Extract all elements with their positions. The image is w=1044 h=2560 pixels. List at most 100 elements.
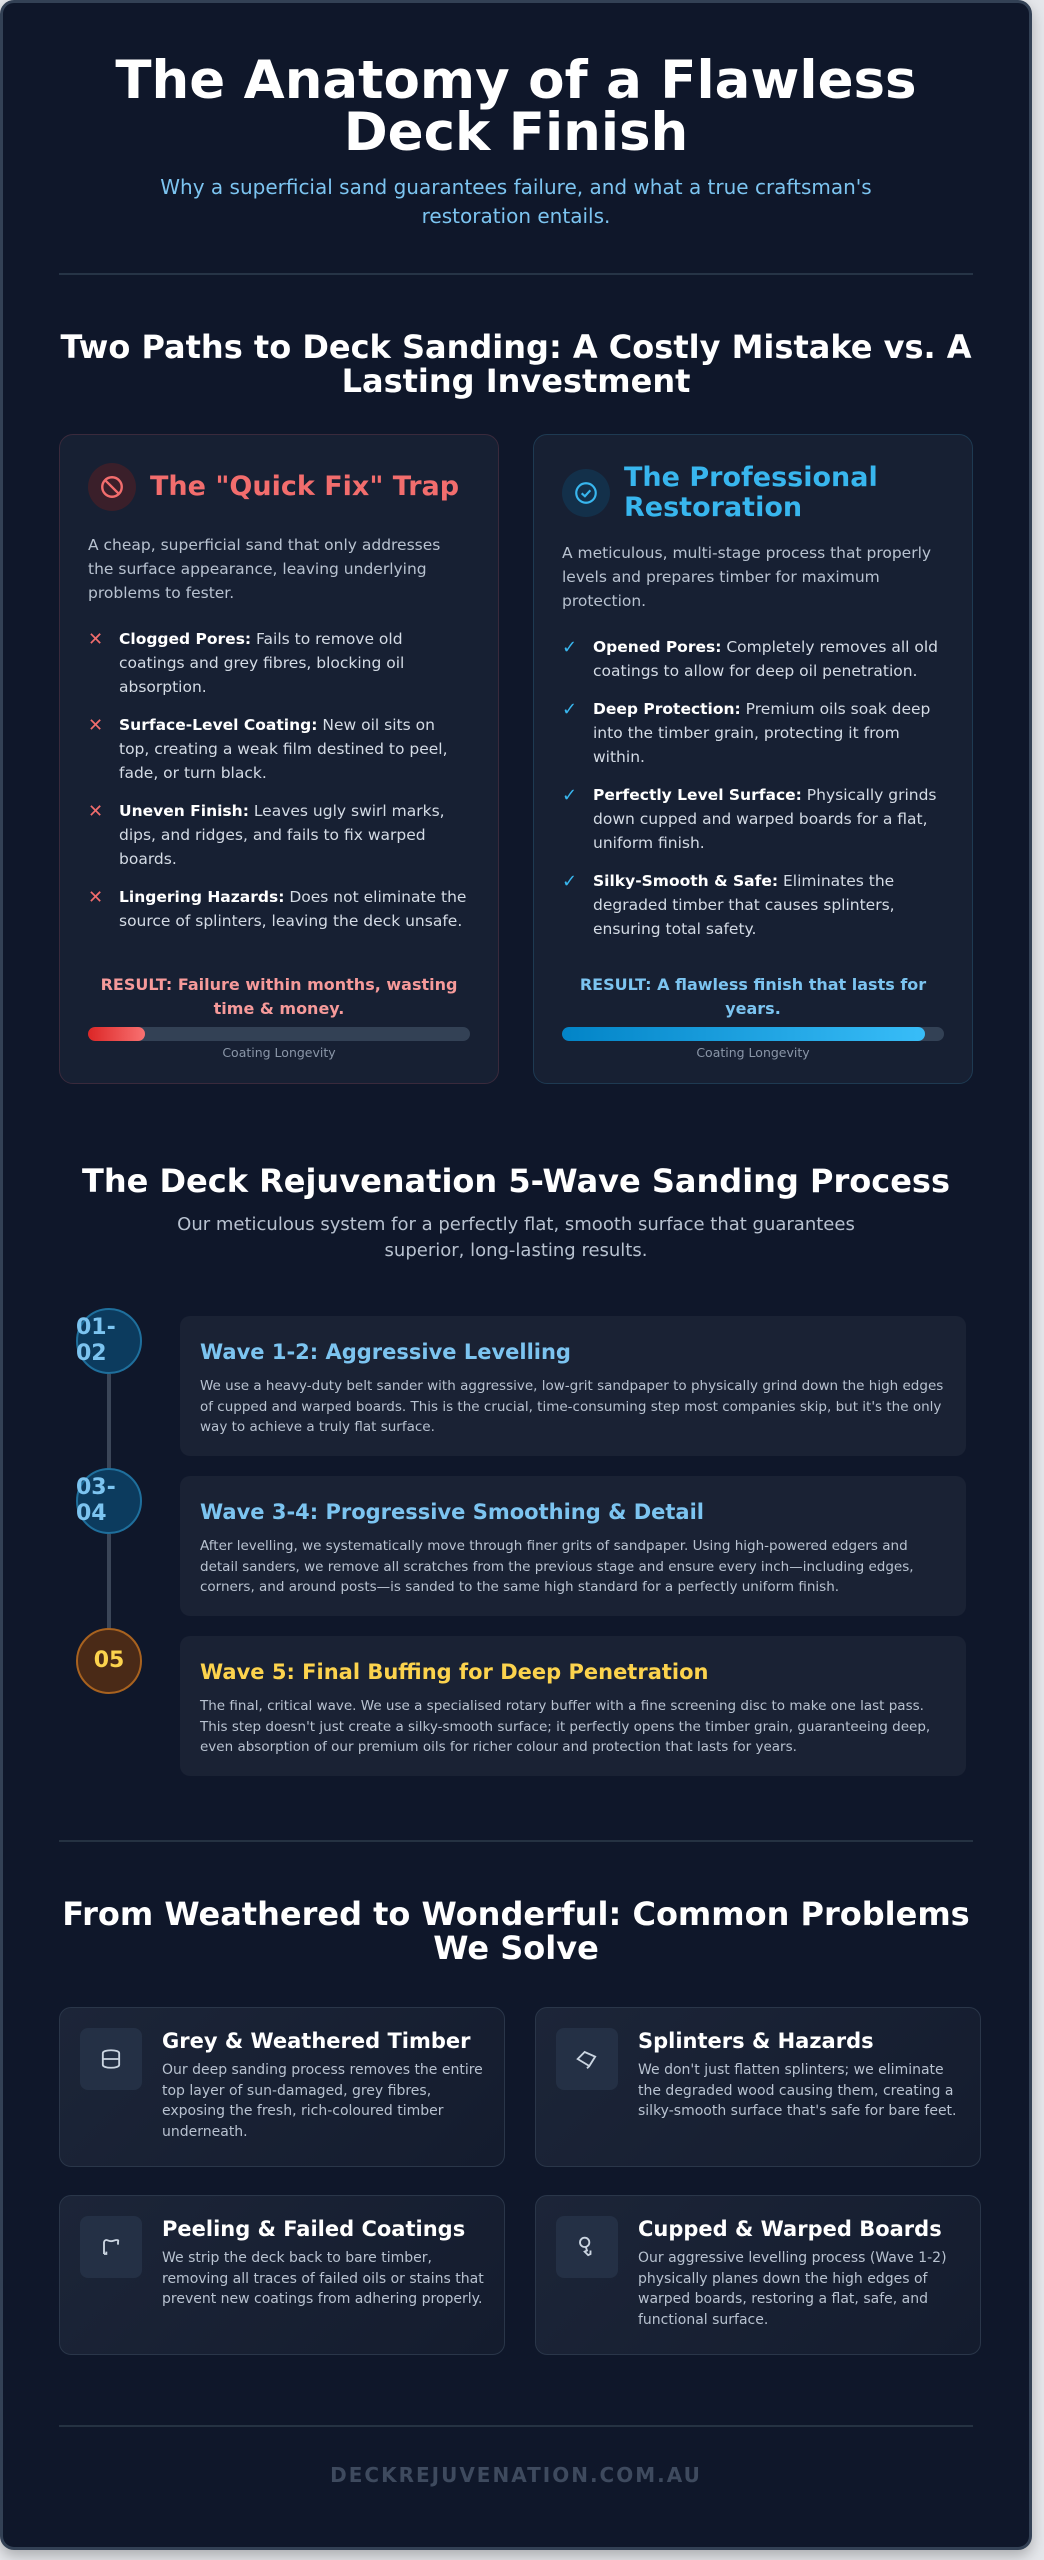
failure-point: ✕Surface-Level Coating: New oil sits on … xyxy=(88,713,470,785)
check-icon: ✓ xyxy=(562,871,578,892)
problem-title: Splinters & Hazards xyxy=(638,2029,874,2053)
timeline-connector xyxy=(107,1534,111,1636)
longevity-bar-fill xyxy=(88,1027,146,1041)
problem-description: Our deep sanding process removes the ent… xyxy=(162,2062,483,2140)
hero-header: The Anatomy of a Flawless Deck Finish Wh… xyxy=(59,3,973,231)
problems-grid: Grey & Weathered Timber Our deep sanding… xyxy=(59,2007,981,2355)
benefit-point: ✓Silky-Smooth & Safe: Eliminates the deg… xyxy=(562,869,944,941)
problem-card: Grey & Weathered Timber Our deep sanding… xyxy=(59,2007,505,2167)
warped-board-icon xyxy=(556,2216,618,2278)
card-header: The Professional Restoration xyxy=(562,463,944,523)
problem-card: Cupped & Warped Boards Our aggressive le… xyxy=(535,2195,981,2355)
check-icon: ✓ xyxy=(562,785,578,806)
wave-card: Wave 3-4: Progressive Smoothing & Detail… xyxy=(180,1476,966,1616)
problems-title: From Weathered to Wonderful: Common Prob… xyxy=(62,1895,970,1967)
problem-description: We don't just flatten splinters; we elim… xyxy=(638,2062,957,2119)
point-text: Eliminates the degraded timber that caus… xyxy=(593,872,895,938)
wave-card: Wave 1-2: Aggressive Levelling We use a … xyxy=(180,1316,966,1456)
wave-title: Wave 3-4: Progressive Smoothing & Detail xyxy=(200,1500,704,1524)
card-description: A meticulous, multi-stage process that p… xyxy=(562,544,932,610)
page-subtitle: Why a superficial sand guarantees failur… xyxy=(160,175,872,228)
wave-step: 03-04 Wave 3-4: Progressive Smoothing & … xyxy=(59,1468,973,1616)
card-title: The "Quick Fix" Trap xyxy=(150,471,460,502)
weathered-timber-icon xyxy=(80,2028,142,2090)
wave-description: After levelling, we systematically move … xyxy=(200,1538,914,1595)
benefit-point: ✓ Deep Protection: Premium oils soak deep… xyxy=(562,697,944,769)
comparison-title: Two Paths to Deck Sanding: A Costly Mist… xyxy=(60,328,972,400)
longevity-bar xyxy=(562,1027,944,1041)
wave-number-badge: 01-02 xyxy=(76,1308,142,1374)
wave-card: Wave 5: Final Buffing for Deep Penetrati… xyxy=(180,1636,966,1776)
failure-point: ✕ Clogged Pores: Fails to remove old coat… xyxy=(88,627,470,699)
footer-divider xyxy=(59,2425,973,2427)
splinter-icon xyxy=(556,2028,618,2090)
process-subtitle: Our meticulous system for a perfectly fl… xyxy=(177,1214,855,1261)
comparison-cards: The "Quick Fix" Trap A cheap, superficia… xyxy=(59,434,973,1084)
failure-point: ✕ Uneven Finish: Leaves ugly swirl marks,… xyxy=(88,799,470,871)
wave-step: 05 Wave 5: Final Buffing for Deep Penetr… xyxy=(59,1628,973,1776)
point-label: Deep Protection: xyxy=(593,700,741,718)
check-icon: ✓ xyxy=(562,637,578,658)
point-label: Opened Pores: xyxy=(593,638,722,656)
problem-description: We strip the deck back to bare timber, r… xyxy=(162,2250,484,2307)
point-text: Physically grinds down cupped and warped… xyxy=(593,786,937,852)
problem-title: Grey & Weathered Timber xyxy=(162,2029,471,2053)
card-description: A cheap, superficial sand that only addr… xyxy=(88,536,441,602)
wave-number: 05 xyxy=(93,1648,125,1673)
wave-number-badge: 03-04 xyxy=(76,1468,142,1534)
longevity-bar-label: Coating Longevity xyxy=(222,1045,336,1060)
longevity-bar-label: Coating Longevity xyxy=(696,1045,810,1060)
professional-card: The Professional Restoration A meticulou… xyxy=(533,434,973,1084)
wave-description: The final, critical wave. We use a speci… xyxy=(200,1698,931,1755)
problem-title: Peeling & Failed Coatings xyxy=(162,2217,466,2241)
failure-point: ✕ Lingering Hazards: Does not eliminate t… xyxy=(88,885,470,933)
timeline-connector xyxy=(107,1374,111,1476)
point-label: Clogged Pores: xyxy=(119,630,252,648)
check-circle-icon xyxy=(562,469,610,517)
problem-card: Peeling & Failed Coatings We strip the d… xyxy=(59,2195,505,2355)
page-title: The Anatomy of a Flawless Deck Finish xyxy=(115,50,917,163)
point-label: Lingering Hazards: xyxy=(119,888,285,906)
benefit-point: ✓ Perfectly Level Surface: Physically gri… xyxy=(562,783,944,855)
longevity-bar xyxy=(88,1027,470,1041)
point-text: Premium oils soak deep into the timber g… xyxy=(593,700,931,766)
quick-fix-card: The "Quick Fix" Trap A cheap, superficia… xyxy=(59,434,499,1084)
wave-title: Wave 5: Final Buffing for Deep Penetrati… xyxy=(200,1660,709,1684)
point-text: Fails to remove old coatings and grey fi… xyxy=(119,630,405,696)
result-text: RESULT: Failure within months, wasting t… xyxy=(100,975,458,1018)
point-text: Does not eliminate the source of splinte… xyxy=(119,888,467,930)
wave-timeline: 01-02 Wave 1-2: Aggressive Levelling We … xyxy=(59,1308,973,1776)
wave-title: Wave 1-2: Aggressive Levelling xyxy=(200,1340,571,1364)
point-label: Perfectly Level Surface: xyxy=(593,786,802,804)
footer-domain: DECKREJUVENATION.COM.AU xyxy=(330,2463,702,2487)
card-header: The "Quick Fix" Trap xyxy=(88,463,470,511)
wave-description: We use a heavy-duty belt sander with agg… xyxy=(200,1378,944,1435)
wave-number: 03-04 xyxy=(76,1475,116,1526)
check-icon: ✓ xyxy=(562,699,578,720)
problem-card: Splinters & Hazards We don't just flatte… xyxy=(535,2007,981,2167)
result-text: RESULT: A flawless finish that lasts for… xyxy=(579,975,927,1018)
problem-title: Cupped & Warped Boards xyxy=(638,2217,942,2241)
benefit-point: ✓ Opened Pores: Completely removes all ol… xyxy=(562,635,944,683)
section-divider xyxy=(59,273,973,275)
process-title: The Deck Rejuvenation 5-Wave Sanding Pro… xyxy=(82,1162,950,1200)
point-text: New oil sits on top, creating a weak fil… xyxy=(119,716,448,782)
wave-number: 01-02 xyxy=(76,1315,116,1366)
x-icon: ✕ xyxy=(88,887,104,908)
failure-points: ✕ Clogged Pores: Fails to remove old coat… xyxy=(88,627,470,933)
peeling-icon xyxy=(80,2216,142,2278)
benefit-points: ✓ Opened Pores: Completely removes all ol… xyxy=(562,635,944,941)
problem-description: Our aggressive levelling process (Wave 1… xyxy=(638,2250,947,2328)
point-text: Leaves ugly swirl marks, dips, and ridge… xyxy=(119,802,445,868)
ban-icon xyxy=(88,463,136,511)
x-icon: ✕ xyxy=(88,801,104,822)
x-icon: ✕ xyxy=(88,629,104,650)
point-text: Completely removes all old coatings to a… xyxy=(593,638,938,680)
point-label: Uneven Finish: xyxy=(119,802,249,820)
wave-step: 01-02 Wave 1-2: Aggressive Levelling We … xyxy=(59,1308,973,1456)
section-divider xyxy=(59,1840,973,1842)
wave-number-badge: 05 xyxy=(76,1628,142,1694)
point-label: Surface-Level Coating: xyxy=(119,716,318,734)
longevity-bar-fill xyxy=(562,1027,925,1041)
